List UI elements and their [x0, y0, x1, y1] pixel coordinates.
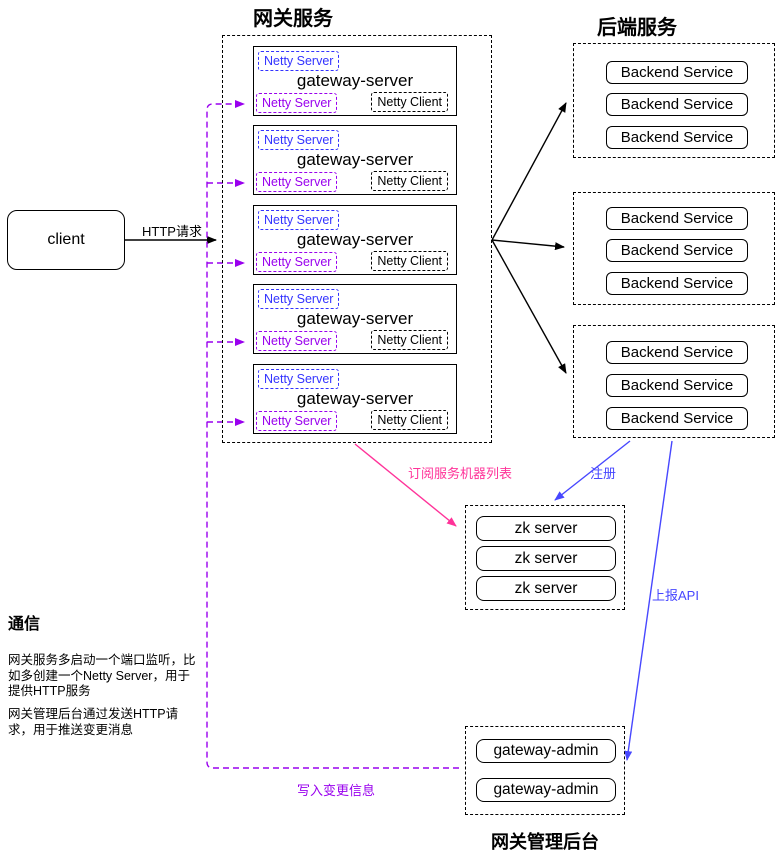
backend-service-node: Backend Service — [606, 407, 748, 430]
gateway-admin-node: gateway-admin — [476, 739, 616, 763]
admin-section-title: 网关管理后台 — [491, 832, 599, 852]
notes-paragraph-2: 网关管理后台通过发送HTTP请 求，用于推送变更消息 — [8, 707, 179, 737]
gateway-server-node-1: Netty Server gateway-server Netty Server… — [253, 46, 457, 116]
gateway-cluster-container — [222, 35, 492, 443]
backend-service-node: Backend Service — [606, 341, 748, 364]
client-label: client — [47, 231, 85, 248]
gateway-server-node-5: Netty Server gateway-server Netty Server… — [253, 364, 457, 434]
netty-server-http-box: Netty Server — [258, 210, 340, 230]
backend-group-3: Backend Service Backend Service Backend … — [573, 325, 775, 438]
netty-client-box: Netty Client — [371, 410, 448, 430]
netty-server-http-box: Netty Server — [258, 289, 340, 309]
backend-service-node: Backend Service — [606, 207, 748, 230]
gateway-server-label: gateway-server — [296, 389, 414, 408]
netty-server-http-box: Netty Server — [258, 369, 340, 389]
gateway-server-node-2: Netty Server gateway-server Netty Server… — [253, 125, 457, 195]
backend-service-node: Backend Service — [606, 93, 748, 116]
subscribe-label: 订阅服务机器列表 — [408, 466, 513, 481]
netty-server-http-box: Netty Server — [258, 51, 340, 71]
gateway-server-label: gateway-server — [296, 230, 414, 249]
gateway-to-backend-arrow-3 — [491, 239, 567, 374]
subscribe-arrow — [354, 443, 457, 527]
netty-client-box: Netty Client — [371, 330, 448, 350]
netty-server-admin-box: Netty Server — [256, 93, 338, 113]
notes-paragraph-1: 网关服务多启动一个端口监听，比 如多创建一个Netty Server，用于 提供… — [8, 653, 196, 698]
write-change-label: 写入变更信息 — [297, 783, 376, 798]
netty-server-admin-box: Netty Server — [256, 172, 338, 192]
netty-server-admin-box: Netty Server — [256, 411, 338, 431]
zk-server-node: zk server — [476, 576, 616, 601]
gateway-to-backend-arrow-1 — [491, 102, 567, 241]
gateway-server-node-3: Netty Server gateway-server Netty Server… — [253, 205, 457, 275]
client-node: client — [7, 210, 125, 270]
backend-service-node: Backend Service — [606, 61, 748, 84]
netty-client-box: Netty Client — [371, 251, 448, 271]
backend-service-node: Backend Service — [606, 374, 748, 397]
gateway-server-label: gateway-server — [296, 71, 414, 90]
gateway-admin-node: gateway-admin — [476, 778, 616, 802]
gateway-server-label: gateway-server — [296, 150, 414, 169]
admin-cluster-container: gateway-admin gateway-admin — [465, 726, 625, 815]
gateway-to-backend-arrow-2 — [491, 239, 565, 251]
backend-service-node: Backend Service — [606, 126, 748, 149]
netty-client-box: Netty Client — [371, 92, 448, 112]
report-api-label: 上报API — [652, 588, 699, 603]
netty-server-http-box: Netty Server — [258, 130, 340, 150]
zk-server-node: zk server — [476, 516, 616, 541]
backend-service-node: Backend Service — [606, 272, 748, 295]
register-label: 注册 — [590, 466, 617, 481]
gateway-server-label: gateway-server — [296, 309, 414, 328]
netty-client-box: Netty Client — [371, 171, 448, 191]
zk-cluster-container: zk server zk server zk server — [465, 505, 625, 610]
backend-section-title: 后端服务 — [597, 17, 677, 39]
gateway-server-node-4: Netty Server gateway-server Netty Server… — [253, 284, 457, 354]
zk-server-node: zk server — [476, 546, 616, 571]
gateway-section-title: 网关服务 — [253, 8, 333, 30]
backend-service-node: Backend Service — [606, 239, 748, 262]
notes-heading: 通信 — [8, 616, 41, 633]
backend-group-1: Backend Service Backend Service Backend … — [573, 43, 775, 158]
netty-server-admin-box: Netty Server — [256, 331, 338, 351]
http-request-label: HTTP请求 — [142, 224, 202, 239]
netty-server-admin-box: Netty Server — [256, 252, 338, 272]
backend-group-2: Backend Service Backend Service Backend … — [573, 192, 775, 305]
